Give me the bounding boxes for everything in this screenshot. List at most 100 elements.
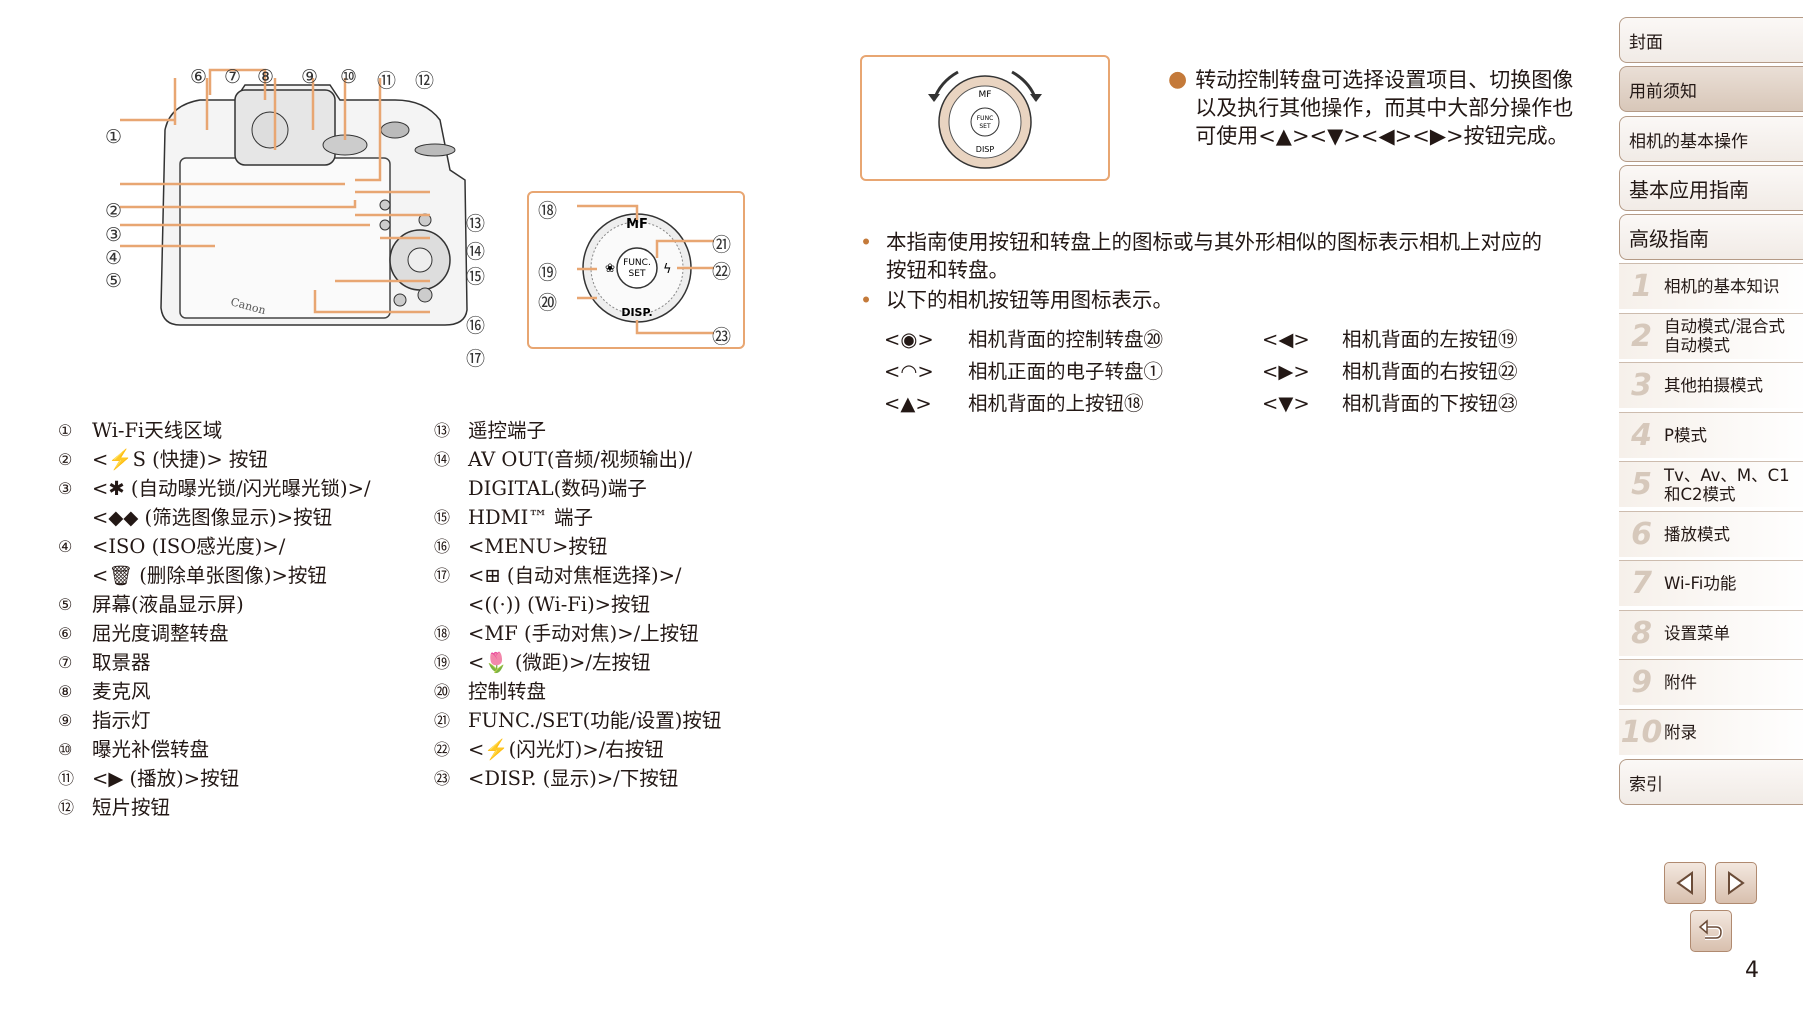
intro-line-3: 可使用<▲><▼><◀><▶>按钮完成。	[1195, 124, 1569, 148]
legend-item: ⑲ <🌷 (微距)>/左按钮	[434, 648, 721, 677]
legend-item: ㉓ <DISP. (显示)>/下按钮	[434, 764, 721, 793]
tab-index-label: 索引	[1629, 774, 1663, 795]
chapter-label: Tv、Av、M、C1和C2模式	[1664, 465, 1790, 504]
callout-13: ⑬	[466, 213, 486, 235]
legend-item: ⑱<MF (手动对焦)>/上按钮	[434, 619, 721, 648]
dial-rotation-drawing: MF DISP FUNC SET	[928, 70, 1042, 169]
callout-14: ⑭	[466, 241, 486, 263]
chapter-9[interactable]: 9 附件	[1619, 659, 1803, 705]
legend-text: FUNC./SET(功能/设置)按钮	[468, 709, 722, 732]
legend-number: ㉓	[434, 769, 451, 788]
dial-disp-label: DISP.	[621, 306, 652, 319]
legend-text: HDMI™ 端子	[468, 506, 594, 529]
legend-text: <DISP. (显示)>/下按钮	[468, 767, 679, 790]
chapter-4[interactable]: 4 P模式	[1619, 411, 1803, 458]
legend-number: ⑭	[434, 450, 451, 469]
prev-page-button[interactable]	[1664, 862, 1706, 904]
camera-back-diagram: Canon	[120, 68, 468, 326]
legend-number: ③	[58, 479, 73, 498]
icon-table-row: <◉>相机背面的控制转盘⑳<◀>相机背面的左按钮⑲	[884, 324, 1602, 356]
chapter-number: 4	[1631, 417, 1652, 453]
tab-basic-guide[interactable]: 基本应用指南	[1619, 165, 1803, 211]
legend-text: <ISO (ISO感光度)>/	[92, 535, 286, 558]
icon-table-icon2: <▶>	[1262, 360, 1310, 383]
tab-basic-guide-label: 基本应用指南	[1629, 177, 1749, 202]
next-page-button[interactable]	[1715, 862, 1757, 904]
legend-item: ㉒<⚡(闪光灯)>/右按钮	[434, 735, 721, 764]
callout-16: ⑯	[466, 315, 486, 337]
chapter-number: 5	[1631, 467, 1652, 502]
chapter-label: 附录	[1664, 722, 1697, 742]
tab-cover[interactable]: 封面	[1619, 17, 1803, 63]
arrow-left-icon	[1676, 871, 1693, 895]
legend-number: ⑱	[434, 624, 451, 643]
legend-text: 遥控端子	[468, 419, 547, 442]
callout-6: ⑥	[190, 66, 209, 88]
legend-text: <◆◆ (筛选图像显示)>按钮	[92, 506, 333, 529]
svg-text:DISP: DISP	[976, 145, 995, 154]
intro-line-1: 转动控制转盘可选择设置项目、切换图像	[1195, 68, 1574, 92]
chapter-number: 10	[1620, 714, 1663, 750]
legend-number: ⑮	[434, 508, 451, 527]
dial-func-label: FUNC.	[623, 258, 651, 268]
legend-number: ⑲	[434, 653, 451, 672]
legend-number: ㉒	[434, 740, 451, 759]
callout-2: ②	[105, 200, 123, 222]
tab-basic-operations[interactable]: 相机的基本操作	[1619, 116, 1803, 162]
legend-number: ⑦	[58, 653, 73, 672]
legend-text: Wi-Fi天线区域	[92, 419, 223, 442]
callout-3: ③	[105, 224, 123, 246]
legend-text: <🌷 (微距)>/左按钮	[468, 651, 651, 674]
chapter-5[interactable]: 5 Tv、Av、M、C1和C2模式	[1619, 461, 1803, 507]
legend-item: ⑮ HDMI™ 端子	[434, 503, 721, 532]
tab-advanced-guide[interactable]: 高级指南	[1619, 214, 1803, 260]
legend-text: 屏幕(液晶显示屏)	[92, 593, 244, 616]
legend-number: ⑯	[434, 537, 451, 556]
chapter-label: 相机的基本知识	[1664, 277, 1780, 296]
tab-index[interactable]: 索引	[1619, 759, 1803, 805]
chapter-label: 其他拍摄模式	[1664, 376, 1763, 395]
legend-text: <⚡S (快捷)> 按钮	[92, 448, 268, 471]
chapter-label: 附件	[1664, 673, 1697, 692]
icon-table-icon2: <▼>	[1262, 392, 1310, 415]
icon-table-icon2: <◀>	[1262, 328, 1310, 351]
return-button[interactable]	[1690, 910, 1732, 952]
chapter-label: P模式	[1664, 425, 1707, 445]
legend-number: ④	[58, 537, 73, 556]
legend-item: ⑰<⊞ (自动对焦框选择)>/<((·)) (Wi-Fi)>按钮	[434, 561, 721, 619]
legend-number: ㉑	[434, 711, 451, 730]
tab-before-use[interactable]: 用前须知	[1619, 66, 1803, 112]
tab-before-use-label: 用前须知	[1629, 81, 1697, 102]
legend-number: ⑩	[58, 740, 73, 759]
return-icon	[1698, 919, 1724, 940]
dial-set-label: SET	[629, 269, 646, 279]
chapter-label: 播放模式	[1664, 524, 1730, 544]
icon-table-desc: 相机正面的电子转盘①	[968, 360, 1164, 383]
svg-text:FUNC: FUNC	[977, 115, 994, 122]
callout-19: ⑲	[538, 262, 558, 284]
tab-advanced-guide-label: 高级指南	[1629, 226, 1709, 251]
dial-rotation-illustration	[860, 55, 1110, 181]
icon-table-desc: 相机背面的上按钮⑱	[968, 392, 1144, 415]
callout-20: ⑳	[538, 292, 558, 314]
icon-table-icon: <▲>	[884, 392, 932, 415]
icon-table-row: <◠>相机正面的电子转盘①<▶>相机背面的右按钮㉒	[884, 356, 1602, 388]
chapter-number: 9	[1631, 665, 1652, 700]
svg-text:MF: MF	[979, 90, 992, 100]
legend-item: ④<ISO (ISO感光度)>/<🗑 (删除单张图像)>按钮	[58, 532, 371, 590]
callout-11: ⑪	[377, 70, 398, 92]
